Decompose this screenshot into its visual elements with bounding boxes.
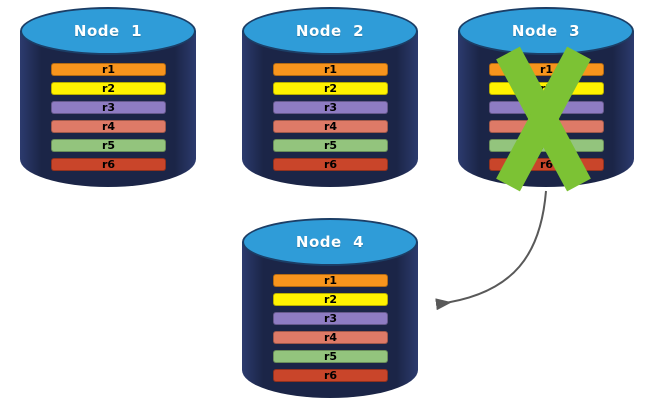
replica-label: r6 <box>323 158 338 171</box>
cylinder-top: Node 1 <box>20 7 196 55</box>
node-2: Node 2 r1 r2 r3 r4 r5 r6 <box>242 7 418 187</box>
cylinder-top: Node 3 <box>458 7 634 55</box>
replica-bar-r2: r2 <box>273 293 388 306</box>
replica-bar-r2: r2 <box>273 82 388 95</box>
replica-label: r3 <box>101 101 116 114</box>
replica-label: r4 <box>101 120 116 133</box>
replica-bar-r6: r6 <box>51 158 166 171</box>
node-4: Node 4 r1 r2 r3 r4 r5 r6 <box>242 218 418 398</box>
replica-bar-r1: r1 <box>51 63 166 76</box>
replica-label: r2 <box>323 293 338 306</box>
replica-bar-r1: r1 <box>273 63 388 76</box>
replica-bar-r3: r3 <box>273 101 388 114</box>
node-label: Node 3 <box>511 22 581 40</box>
replica-label: r3 <box>323 312 338 325</box>
failure-x-icon <box>496 46 591 192</box>
node-label: Node 2 <box>295 22 365 40</box>
replica-bar-r4: r4 <box>273 120 388 133</box>
cylinder-top: Node 2 <box>242 7 418 55</box>
replica-bar-r4: r4 <box>273 331 388 344</box>
replica-bar-r5: r5 <box>51 139 166 152</box>
replica-bar-r1: r1 <box>273 274 388 287</box>
replica-bar-r2: r2 <box>51 82 166 95</box>
replica-label: r4 <box>323 331 338 344</box>
node-1: Node 1 r1 r2 r3 r4 r5 r6 <box>20 7 196 187</box>
replica-label: r5 <box>101 139 116 152</box>
node-label: Node 1 <box>73 22 143 40</box>
replica-label: r1 <box>323 274 338 287</box>
node-label: Node 4 <box>295 233 365 251</box>
replica-label: r2 <box>323 82 338 95</box>
replica-bar-r4: r4 <box>51 120 166 133</box>
replica-bar-r3: r3 <box>273 312 388 325</box>
replica-label: r3 <box>323 101 338 114</box>
replica-label: r1 <box>323 63 338 76</box>
replica-bar-r5: r5 <box>273 350 388 363</box>
replica-bar-r3: r3 <box>51 101 166 114</box>
cylinder-top: Node 4 <box>242 218 418 266</box>
replica-label: r6 <box>101 158 116 171</box>
replica-rows: r1 r2 r3 r4 r5 r6 <box>273 274 388 382</box>
replica-label: r6 <box>539 158 554 171</box>
replica-rows: r1 r2 r3 r4 r5 r6 <box>273 63 388 171</box>
replica-bar-r6: r6 <box>273 158 388 171</box>
replica-label: r5 <box>323 139 338 152</box>
replica-label: r1 <box>539 63 554 76</box>
replica-label: r5 <box>323 350 338 363</box>
replica-label: r1 <box>101 63 116 76</box>
replica-bar-r6: r6 <box>273 369 388 382</box>
replica-label: r4 <box>323 120 338 133</box>
replica-bar-r5: r5 <box>273 139 388 152</box>
replica-rows: r1 r2 r3 r4 r5 r6 <box>51 63 166 171</box>
replica-label: r6 <box>323 369 338 382</box>
replica-label: r2 <box>101 82 116 95</box>
